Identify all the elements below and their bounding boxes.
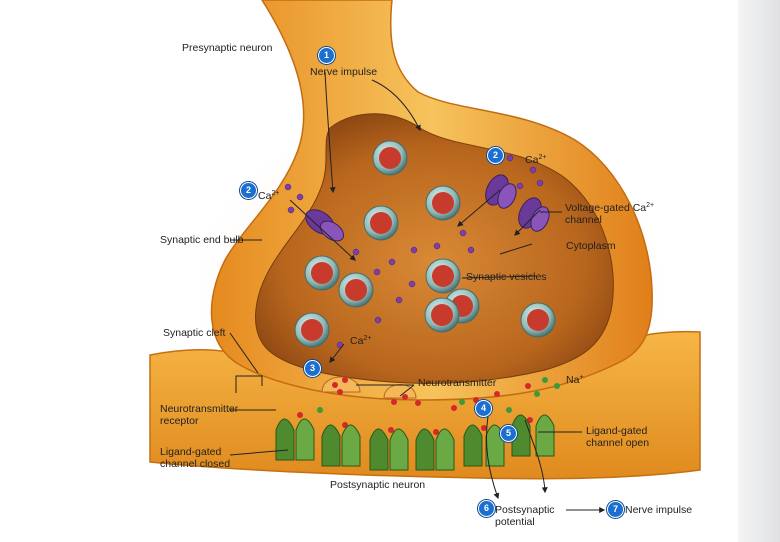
step-5-badge: 5 xyxy=(500,425,517,442)
label-synaptic-vesicles: Synaptic vesicles xyxy=(466,271,547,283)
label-nerve-impulse-bottom: Nerve impulse xyxy=(625,504,693,516)
ligand-closed-line2: channel closed xyxy=(160,458,231,470)
vesicle xyxy=(294,312,330,348)
step-6-badge: 6 xyxy=(478,500,495,517)
postsynaptic-potential-line2: potential xyxy=(495,516,535,528)
label-neurotransmitter: Neurotransmitter xyxy=(418,377,497,389)
ligand-gated-channel xyxy=(369,428,409,471)
label-presynaptic-neuron: Presynaptic neuron xyxy=(182,42,273,54)
vesicle xyxy=(363,205,399,241)
na-charge: + xyxy=(579,374,584,381)
label-cytoplasm: Cytoplasm xyxy=(566,240,616,252)
ca-lower-base: Ca xyxy=(350,335,364,347)
vesicle xyxy=(425,185,461,221)
label-synaptic-cleft: Synaptic cleft xyxy=(163,327,226,339)
voltage-gated-base: Voltage-gated Ca xyxy=(565,202,647,214)
page-edge-shadow xyxy=(738,0,780,542)
nt-receptor-line1: Neurotransmitter xyxy=(160,403,239,415)
vesicle xyxy=(338,272,374,308)
voltage-gated-line2: channel xyxy=(565,214,602,226)
label-neurotransmitter-receptor: Neurotransmitter receptor xyxy=(160,403,238,427)
vesicle xyxy=(425,258,461,294)
label-ca-right: Ca2+ xyxy=(525,154,546,166)
label-synaptic-end-bulb: Synaptic end bulb xyxy=(160,234,244,246)
voltage-gated-channel xyxy=(305,209,345,242)
label-postsynaptic-neuron: Postsynaptic neuron xyxy=(330,479,426,491)
voltage-gated-channel xyxy=(518,197,550,232)
vesicle xyxy=(520,302,556,338)
postsynaptic-potential-line1: Postsynaptic xyxy=(495,504,555,516)
step-4-badge: 4 xyxy=(475,400,492,417)
neurotransmitter-molecules xyxy=(297,377,533,435)
step-3-badge: 3 xyxy=(304,360,321,377)
vesicle xyxy=(372,140,408,176)
label-postsynaptic-potential: Postsynaptic potential xyxy=(495,504,555,528)
leader-lines xyxy=(229,71,606,513)
label-ligand-gated-open: Ligand-gated channel open xyxy=(586,425,649,449)
ligand-open-line2: channel open xyxy=(586,437,650,449)
step-2-badge-left: 2 xyxy=(240,182,257,199)
vesicle xyxy=(424,297,460,333)
ca-left-charge: 2+ xyxy=(271,190,280,197)
step-1-badge: 1 xyxy=(318,47,335,64)
voltage-gated-charge: 2+ xyxy=(646,202,655,209)
label-voltage-gated-channel: Voltage-gated Ca2+ channel xyxy=(565,202,654,226)
ligand-gated-channel xyxy=(321,424,361,467)
ligand-gated-channel xyxy=(275,418,315,461)
sodium-ions xyxy=(317,377,560,413)
ca-right-charge: 2+ xyxy=(538,154,547,161)
label-ca-lower: Ca2+ xyxy=(350,335,371,347)
ligand-gated-channel xyxy=(511,414,555,457)
calcium-ions xyxy=(284,154,544,349)
nt-receptor-line2: receptor xyxy=(160,415,199,427)
na-base: Na xyxy=(566,374,580,386)
step-7-badge: 7 xyxy=(607,501,624,518)
label-ca-left: Ca2+ xyxy=(258,190,279,202)
label-ligand-gated-closed: Ligand-gated channel closed xyxy=(160,446,230,470)
ca-lower-charge: 2+ xyxy=(363,335,372,342)
ligand-gated-channel xyxy=(463,424,505,467)
ligand-closed-line1: Ligand-gated xyxy=(160,446,222,458)
step-2-badge-right: 2 xyxy=(487,147,504,164)
vesicle xyxy=(304,255,340,291)
ca-left-base: Ca xyxy=(258,190,272,202)
ligand-gated-channel xyxy=(415,428,455,471)
ligand-open-line1: Ligand-gated xyxy=(586,425,648,437)
label-na: Na+ xyxy=(566,374,584,386)
ca-right-base: Ca xyxy=(525,154,539,166)
label-nerve-impulse-top: Nerve impulse xyxy=(310,66,378,78)
